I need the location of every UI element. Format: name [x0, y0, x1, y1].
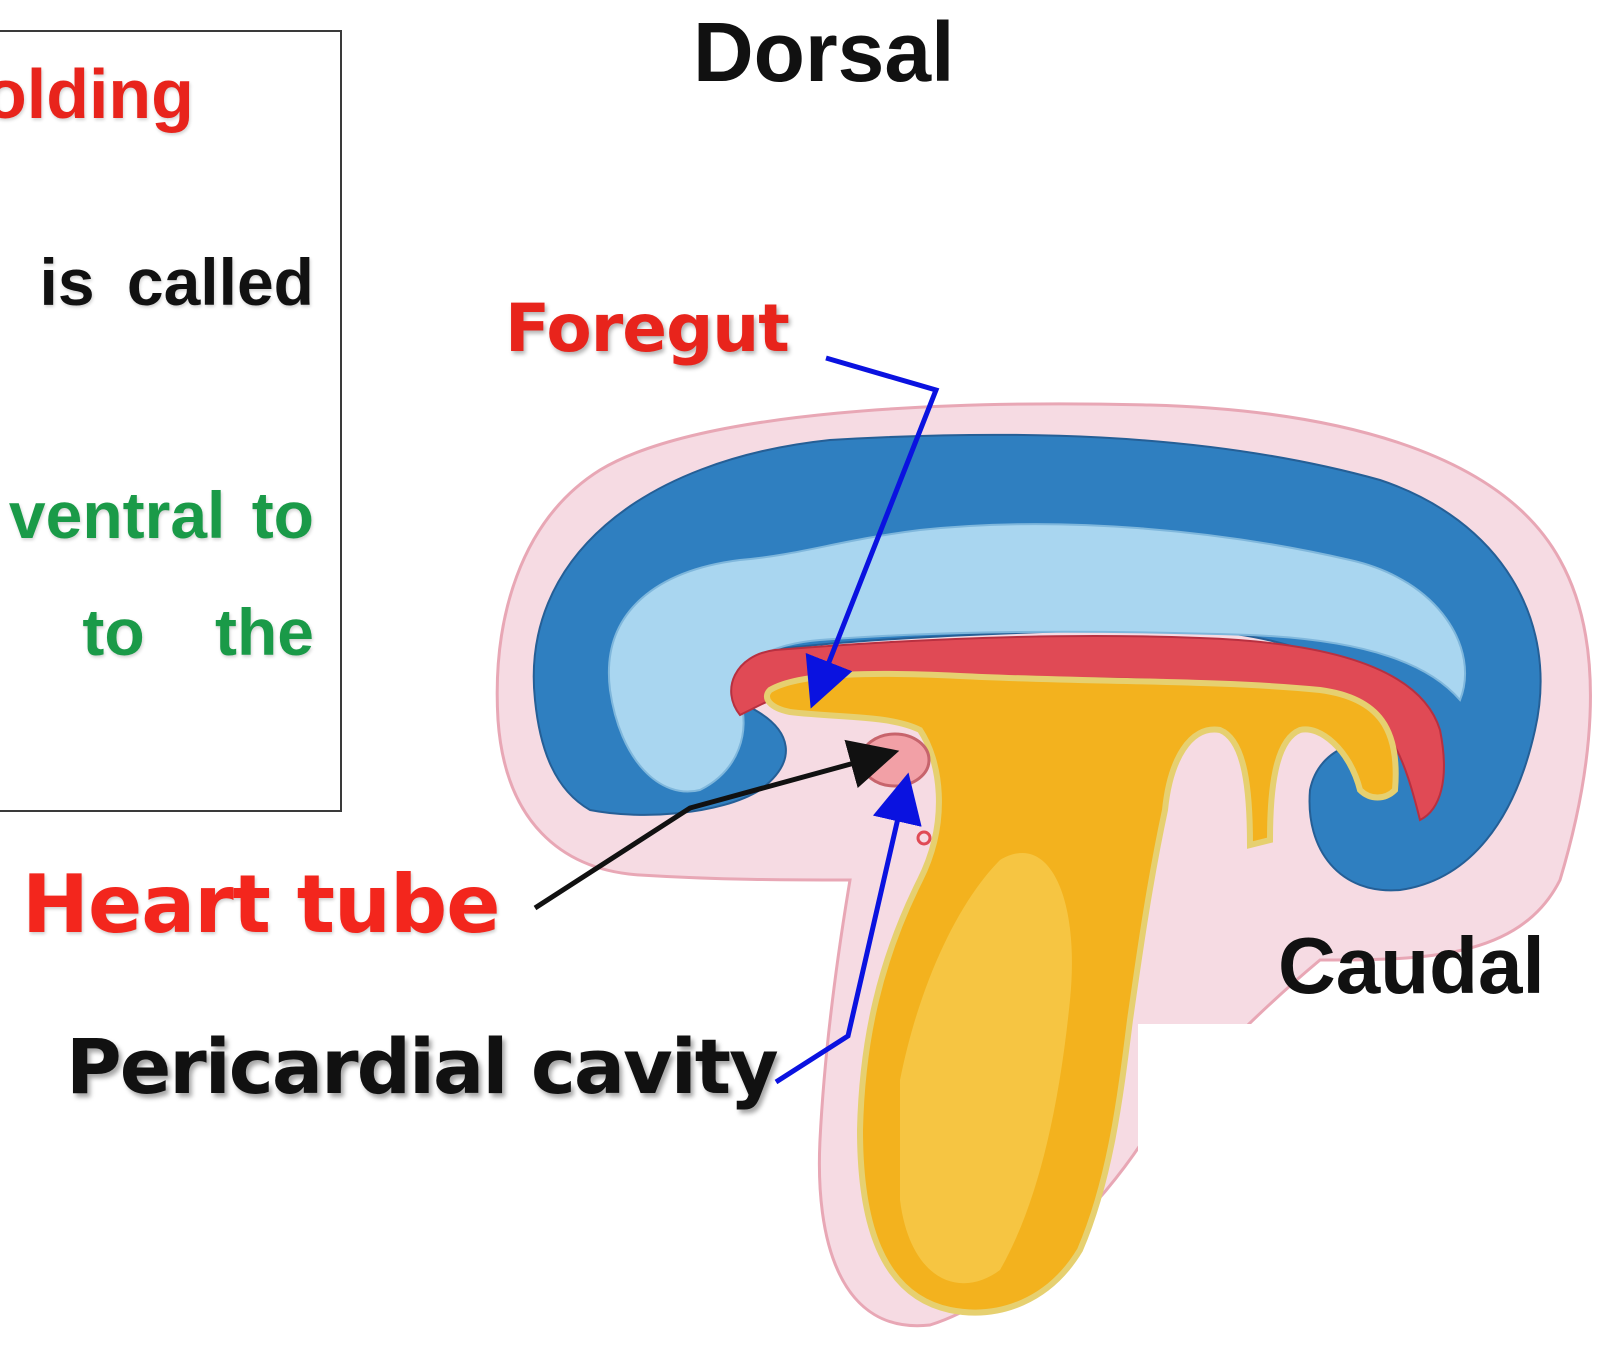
dorsal-label: Dorsal — [693, 4, 954, 101]
pericardial-cavity-label: Pericardial cavity — [66, 1022, 777, 1111]
heart-tube-label: Heart tube — [22, 858, 499, 951]
caudal-label: Caudal — [1278, 920, 1545, 1012]
blank-overlay — [1138, 1024, 1606, 1357]
foregut-label: Foregut — [505, 290, 789, 367]
